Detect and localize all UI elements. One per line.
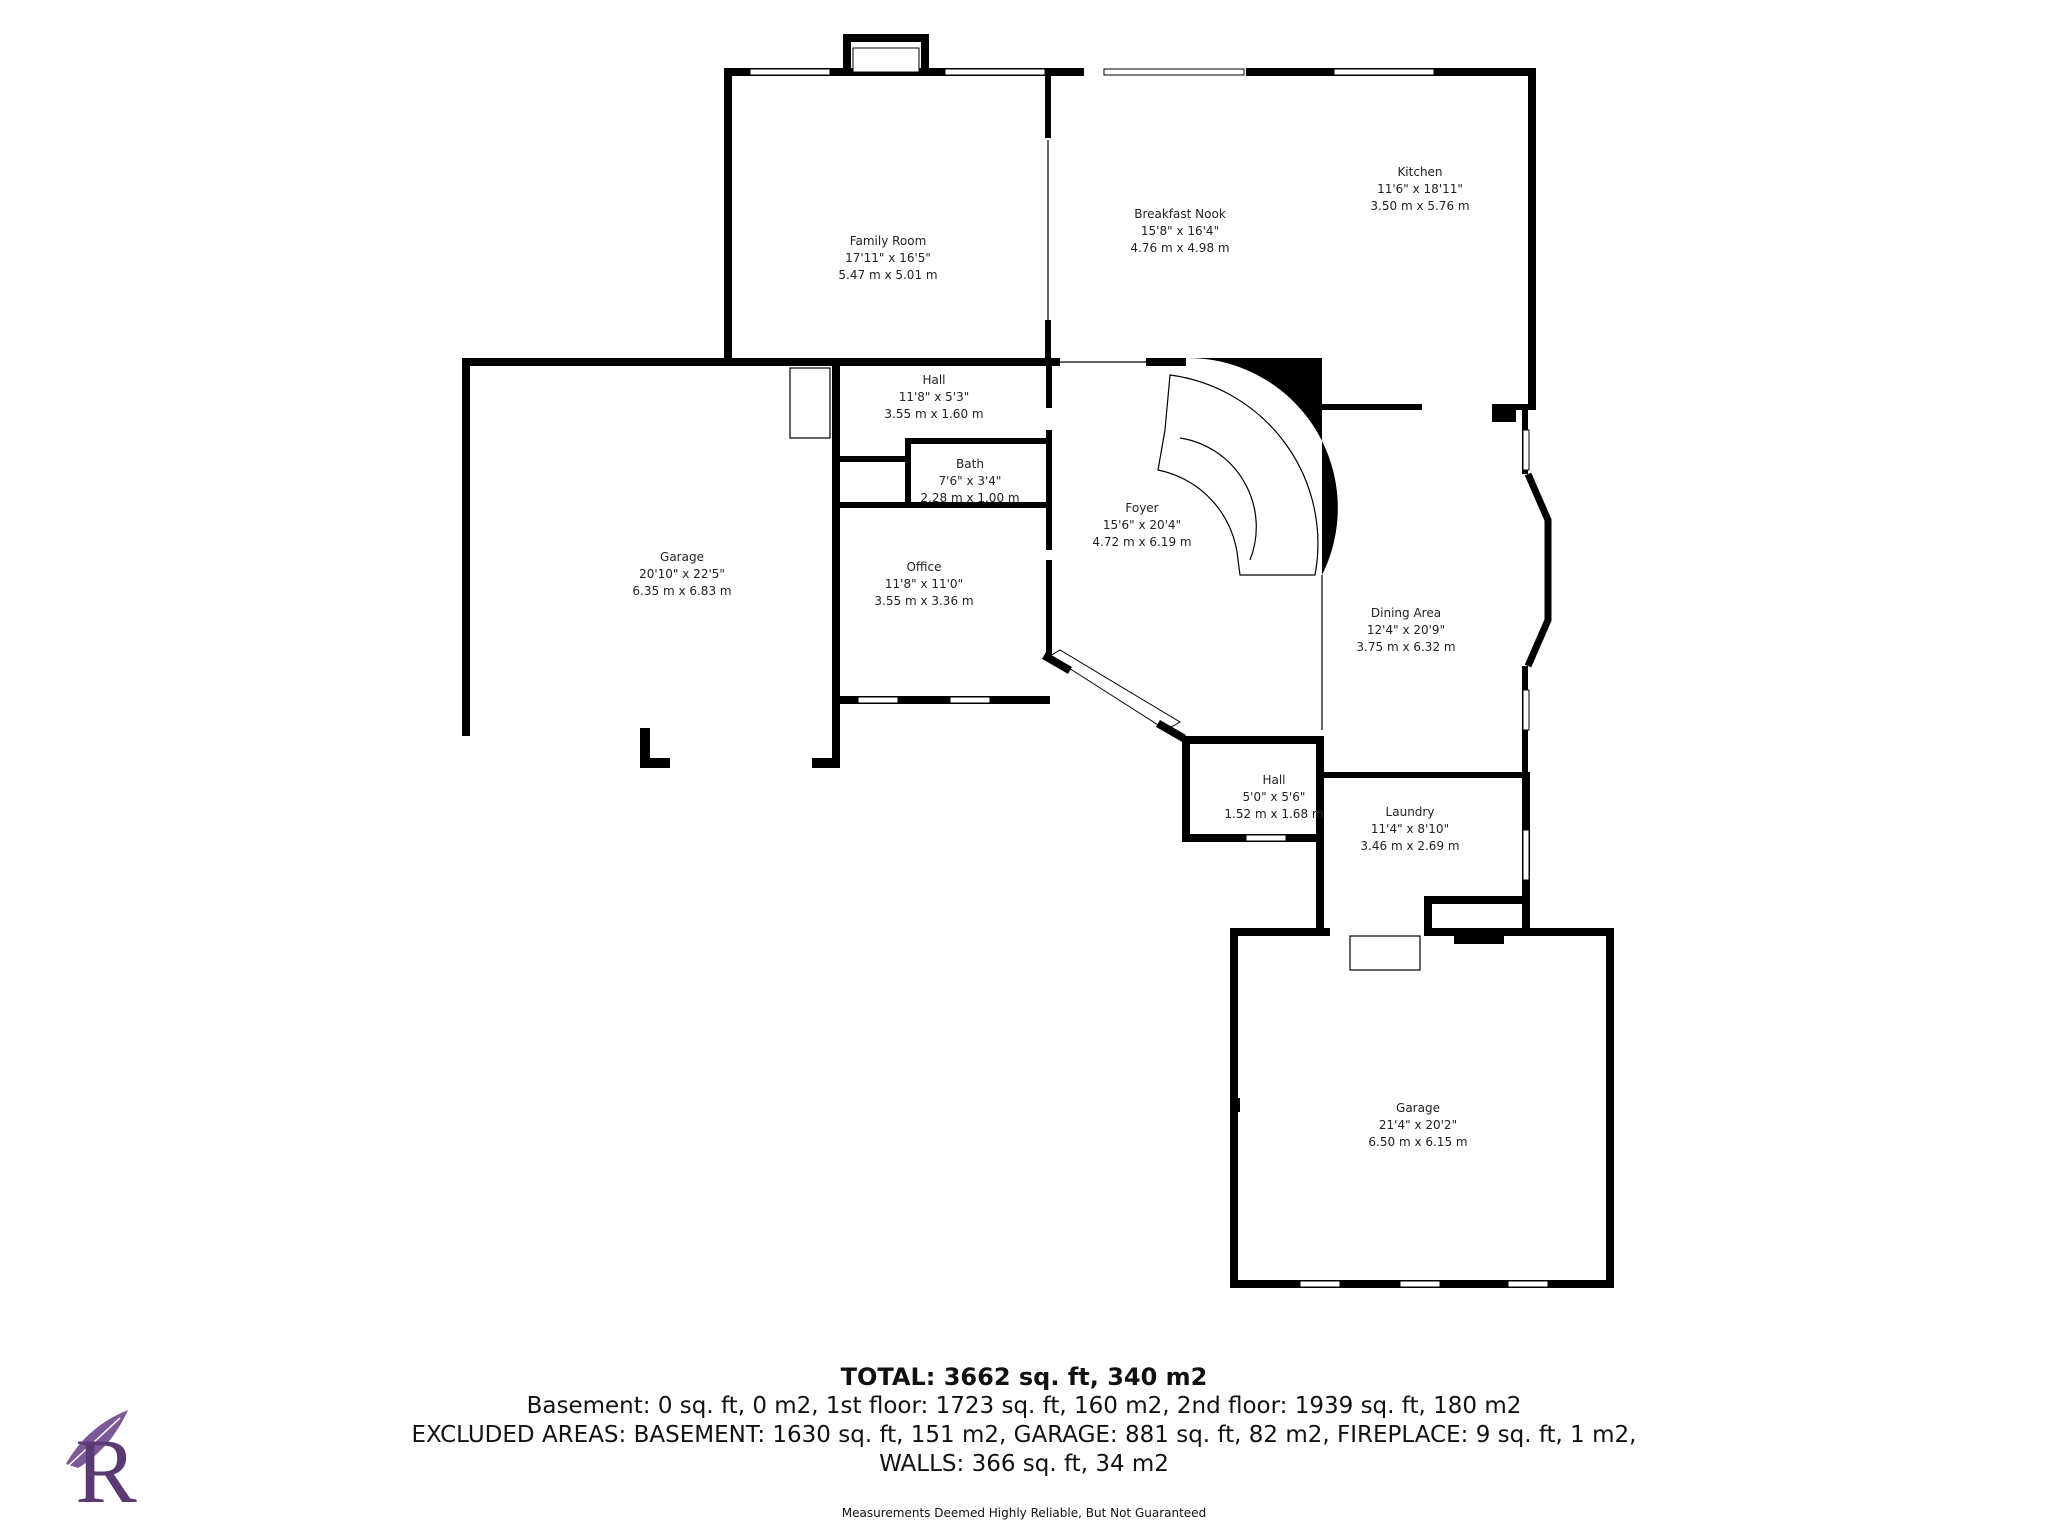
room-imperial: 7'6" x 3'4" xyxy=(939,474,1002,488)
upper-walls xyxy=(724,34,1536,410)
total-headline: TOTAL: 3662 sq. ft, 340 m2 xyxy=(840,1363,1208,1391)
room-imperial: 20'10" x 22'5" xyxy=(639,567,725,581)
room-name: Hall xyxy=(1262,773,1285,787)
room-name: Garage xyxy=(1396,1101,1440,1115)
totals-floor-breakdown: Basement: 0 sq. ft, 0 m2, 1st floor: 172… xyxy=(526,1393,1522,1419)
room-imperial: 5'0" x 5'6" xyxy=(1243,790,1306,804)
room-metric: 5.47 m x 5.01 m xyxy=(838,268,937,282)
room-metric: 4.72 m x 6.19 m xyxy=(1092,535,1191,549)
room-imperial: 15'6" x 20'4" xyxy=(1103,518,1181,532)
feather-icon xyxy=(66,1410,128,1468)
room-metric: 4.76 m x 4.98 m xyxy=(1130,241,1229,255)
room-metric: 6.50 m x 6.15 m xyxy=(1368,1135,1467,1149)
room-name: Dining Area xyxy=(1371,606,1441,620)
room-labels: Family Room 17'11" x 16'5" 5.47 m x 5.01… xyxy=(632,165,1469,1149)
room-name: Office xyxy=(906,560,941,574)
totals-excluded-areas: EXCLUDED AREAS: BASEMENT: 1630 sq. ft, 1… xyxy=(411,1422,1637,1448)
room-name: Family Room xyxy=(850,234,927,248)
room-name: Hall xyxy=(922,373,945,387)
disclaimer: Measurements Deemed Highly Reliable, But… xyxy=(841,1506,1207,1520)
room-imperial: 15'8" x 16'4" xyxy=(1141,224,1219,238)
room-imperial: 17'11" x 16'5" xyxy=(845,251,931,265)
room-metric: 3.46 m x 2.69 m xyxy=(1360,839,1459,853)
room-imperial: 21'4" x 20'2" xyxy=(1379,1118,1457,1132)
room-metric: 3.55 m x 3.36 m xyxy=(874,594,973,608)
room-metric: 3.55 m x 1.60 m xyxy=(884,407,983,421)
room-metric: 6.35 m x 6.83 m xyxy=(632,584,731,598)
room-metric: 1.52 m x 1.68 m xyxy=(1224,807,1323,821)
brand-logo: R xyxy=(66,1410,137,1512)
room-name: Breakfast Nook xyxy=(1134,207,1226,221)
middle-walls xyxy=(462,358,1186,768)
room-name: Garage xyxy=(660,550,704,564)
logo-letter: R xyxy=(75,1420,137,1512)
room-name: Laundry xyxy=(1386,805,1435,819)
totals-walls: WALLS: 366 sq. ft, 34 m2 xyxy=(879,1451,1169,1477)
room-name: Foyer xyxy=(1125,501,1158,515)
area-totals: TOTAL: 3662 sq. ft, 340 m2 Basement: 0 s… xyxy=(0,1362,2048,1479)
lower-garage-walls xyxy=(1230,928,1614,1288)
room-imperial: 11'8" x 5'3" xyxy=(899,390,970,404)
stair-block xyxy=(1157,357,1338,576)
room-metric: 3.75 m x 6.32 m xyxy=(1356,640,1455,654)
room-name: Bath xyxy=(956,457,984,471)
room-imperial: 12'4" x 20'9" xyxy=(1367,623,1445,637)
room-name: Kitchen xyxy=(1397,165,1442,179)
room-imperial: 11'8" x 11'0" xyxy=(885,577,963,591)
room-imperial: 11'4" x 8'10" xyxy=(1371,822,1449,836)
right-walls xyxy=(1182,404,1552,932)
room-metric: 3.50 m x 5.76 m xyxy=(1370,199,1469,213)
room-metric: 2.28 m x 1.00 m xyxy=(920,491,1019,505)
room-imperial: 11'6" x 18'11" xyxy=(1377,182,1463,196)
